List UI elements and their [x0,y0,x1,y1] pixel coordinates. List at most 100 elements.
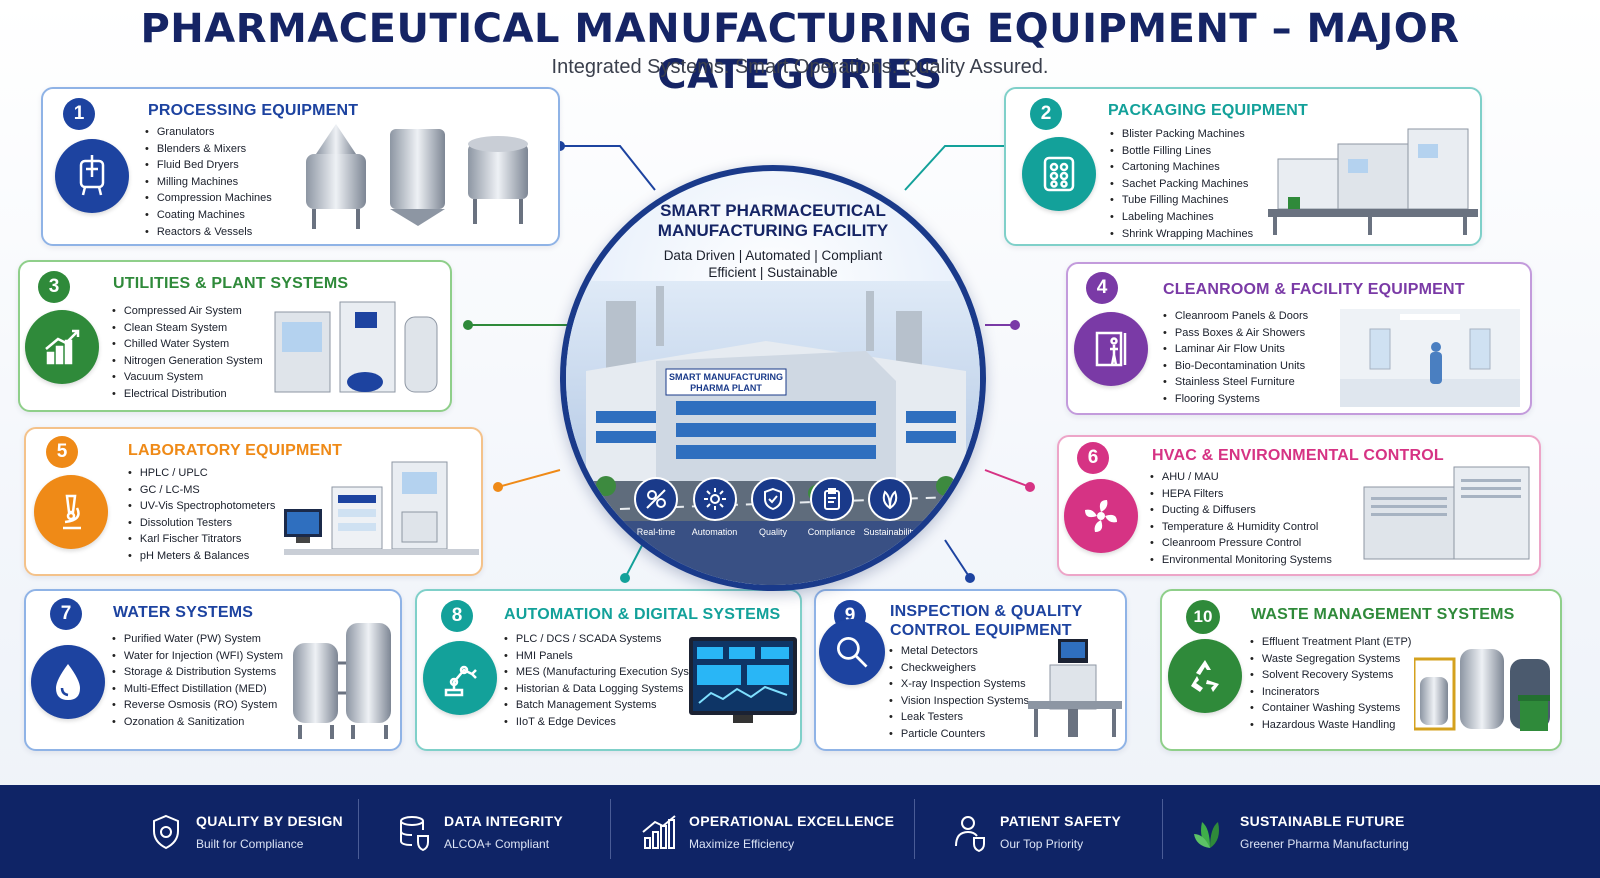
category-item-list: AHU / MAU HEPA Filters Ducting & Diffuse… [1150,469,1332,569]
growth-chart-icon [25,310,99,384]
packaging-line-illustration [1268,128,1478,235]
category-card-inspection[interactable]: 9 INSPECTION & QUALITY CONTROL EQUIPMENT… [814,589,1127,751]
list-item: Waste Segregation Systems [1250,651,1411,668]
fan-icon [1064,479,1138,553]
list-item: UV-Vis Spectrophotometers [128,498,276,515]
leaf-icon [868,477,912,521]
gear-icon [692,477,737,521]
list-item: IIoT & Edge Devices [504,714,711,731]
category-item-list: Metal Detectors Checkweighers X-ray Insp… [889,643,1029,743]
footer-divider [610,799,611,859]
building-sign-line1: SMART MANUFACTURING [669,372,783,382]
list-item: Sachet Packing Machines [1110,176,1253,193]
category-title: WATER SYSTEMS [113,604,254,621]
hub-feature: Sustainability [862,477,918,537]
category-card-water[interactable]: 7 WATER SYSTEMS Purified Water (PW) Syst… [24,589,402,751]
footer-divider [358,799,359,859]
footer-divider [914,799,915,859]
hub-feature: Automation [687,477,743,537]
leaf-icon [1194,821,1219,848]
category-title: LABORATORY EQUIPMENT [128,442,343,459]
scada-monitor-illustration [689,637,797,723]
list-item: Environmental Monitoring Systems [1150,552,1332,569]
list-item: Blenders & Mixers [145,141,272,158]
category-card-automation[interactable]: 8 AUTOMATION & DIGITAL SYSTEMS PLC / DCS… [415,589,802,751]
list-item: Flooring Systems [1163,391,1308,408]
category-card-utilities[interactable]: 3 UTILITIES & PLANT SYSTEMS Compressed A… [18,260,452,412]
hub-title: SMART PHARMACEUTICAL MANUFACTURING FACIL… [657,201,889,240]
connector-1 [560,145,656,191]
list-item: Multi-Effect Distillation (MED) [112,681,283,698]
list-item: Container Washing Systems [1250,700,1411,717]
list-item: Ozonation & Sanitization [112,714,283,731]
list-item: X-ray Inspection Systems [889,676,1029,693]
list-item: Milling Machines [145,174,272,191]
category-card-waste[interactable]: 10 WASTE MANAGEMENT SYSTEMS Effluent Tre… [1160,589,1562,751]
list-item: Shrink Wrapping Machines [1110,226,1253,243]
category-item-list: Blister Packing Machines Bottle Filling … [1110,126,1253,242]
microscope-icon [34,475,108,549]
list-item: Coating Machines [145,207,272,224]
category-card-cleanroom[interactable]: 4 CLEANROOM & FACILITY EQUIPMENT Cleanro… [1066,262,1532,415]
list-item: Metal Detectors [889,643,1029,660]
list-item: AHU / MAU [1150,469,1332,486]
water-drop-icon [31,645,105,719]
category-item-list: Compressed Air System Clean Steam System… [112,303,263,403]
category-item-list: Cleanroom Panels & Doors Pass Boxes & Ai… [1163,308,1308,408]
category-card-processing[interactable]: 1 PROCESSING EQUIPMENT Granulators Blend… [41,87,560,246]
page-title: PHARMACEUTICAL MANUFACTURING EQUIPMENT –… [140,6,1460,98]
list-item: Bottle Filling Lines [1110,143,1253,160]
category-title: UTILITIES & PLANT SYSTEMS [113,275,349,292]
list-item: Incinerators [1250,684,1411,701]
recycle-icon [1168,639,1242,713]
category-number-badge: 2 [1030,98,1062,130]
list-item: Clean Steam System [112,320,263,337]
list-item: Solvent Recovery Systems [1250,667,1411,684]
dashboard-icon [634,477,678,521]
category-number-badge: 10 [1186,600,1220,634]
connector-5 [497,469,561,488]
list-item: Batch Management Systems [504,697,711,714]
database-icon [400,815,429,851]
list-item: Ducting & Diffusers [1150,502,1332,519]
robot-arm-icon [423,641,497,715]
list-item: Pass Boxes & Air Showers [1163,325,1308,342]
list-item: Cartoning Machines [1110,159,1253,176]
hub-tagline: Data Driven | Automated | Compliant Effi… [663,248,883,280]
page-subtitle: Integrated Systems. Smart Operations. Qu… [551,56,1049,78]
pharma-plant-building-illustration: SMART MANUFACTURING PHARMA PLANT [566,281,980,585]
magnifier-icon [819,619,885,685]
shield-check-icon [751,477,795,521]
category-card-packaging[interactable]: 2 PACKAGING EQUIPMENT Blister Packing Ma… [1004,87,1482,246]
waste-treatment-illustration [1414,649,1550,731]
category-card-hvac[interactable]: 6 HVAC & ENVIRONMENTAL CONTROL AHU / MAU… [1057,435,1541,576]
list-item: Checkweighers [889,660,1029,677]
list-item: Labeling Machines [1110,209,1253,226]
ahu-units-illustration [1363,466,1530,560]
category-title: INSPECTION & QUALITY CONTROL EQUIPMENT [890,603,1083,639]
category-card-laboratory[interactable]: 5 LABORATORY EQUIPMENT HPLC / UPLC GC / … [24,427,483,576]
list-item: HEPA Filters [1150,486,1332,503]
hub-feature: Real-time [628,477,684,537]
list-item: Particle Counters [889,726,1029,743]
category-title: CLEANROOM & FACILITY EQUIPMENT [1163,281,1465,298]
category-number-badge: 7 [50,598,82,630]
connector-2 [904,145,1010,191]
list-item: HMI Panels [504,648,711,665]
mixing-vessel-icon [55,139,129,213]
water-system-illustration [293,623,391,739]
list-item: Reverse Osmosis (RO) System [112,697,283,714]
clipboard-icon [809,477,854,521]
list-item: Effluent Treatment Plant (ETP) [1250,634,1412,651]
category-item-list: PLC / DCS / SCADA Systems HMI Panels MES… [504,631,711,731]
list-item: Cleanroom Pressure Control [1150,535,1332,552]
list-item: Reactors & Vessels [145,224,272,241]
list-item: HPLC / UPLC [128,465,275,482]
list-item: Dissolution Testers [128,515,275,532]
category-number-badge: 6 [1077,442,1109,474]
list-item: Hazardous Waste Handling [1250,717,1411,734]
category-title: WASTE MANAGEMENT SYSTEMS [1251,606,1515,623]
